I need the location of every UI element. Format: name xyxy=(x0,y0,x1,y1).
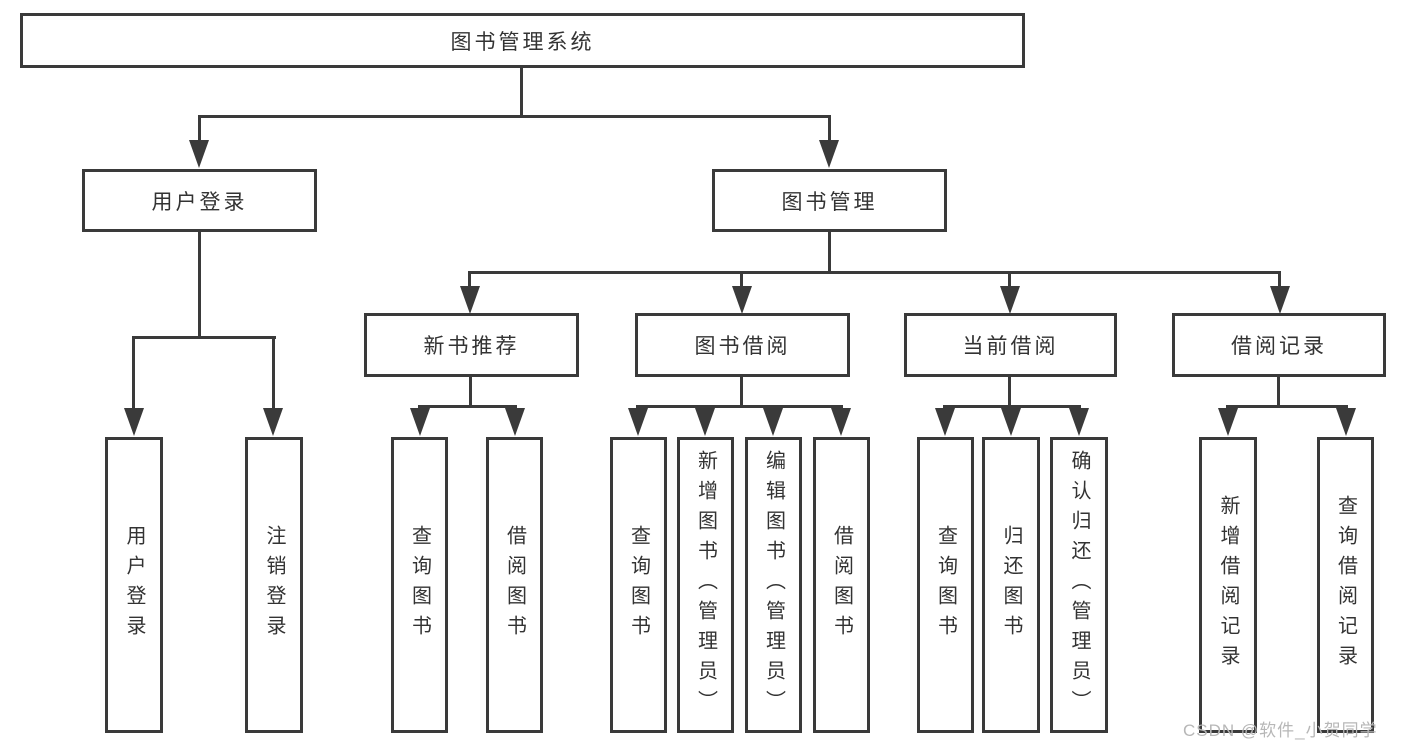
connector-stem xyxy=(1008,377,1011,407)
arrow-down-icon xyxy=(935,408,955,436)
node-book-management: 图书管理 xyxy=(712,169,947,232)
arrow-down-icon xyxy=(1218,408,1238,436)
arrow-down-icon xyxy=(1336,408,1356,436)
connector-user-login-bar xyxy=(132,336,276,339)
arrow-down-icon xyxy=(124,408,144,436)
connector-group-bar xyxy=(1226,405,1348,408)
arrow-down-icon xyxy=(732,286,752,314)
arrow-down-icon xyxy=(460,286,480,314)
connector-user-login-stem xyxy=(198,232,201,339)
leaf-label: 查询图书 xyxy=(408,525,431,645)
leaf-label: 查询图书 xyxy=(934,525,957,645)
arrow-down-icon xyxy=(505,408,525,436)
arrow-down-icon xyxy=(819,140,839,168)
leaf-logout: 注销登录 xyxy=(245,437,303,733)
leaf-query-books-3: 查询图书 xyxy=(917,437,974,733)
leaf-query-books-2: 查询图书 xyxy=(610,437,667,733)
node-user-login: 用户登录 xyxy=(82,169,317,232)
connector-drop xyxy=(468,271,471,288)
leaf-label: 查询图书 xyxy=(627,525,650,645)
connector-drop xyxy=(272,336,275,411)
arrow-down-icon xyxy=(831,408,851,436)
leaf-label: 归还图书 xyxy=(1000,525,1022,645)
node-current-borrowing: 当前借阅 xyxy=(904,313,1117,377)
arrow-down-icon xyxy=(628,408,648,436)
leaf-query-books-1: 查询图书 xyxy=(391,437,448,733)
arrow-down-icon xyxy=(1000,286,1020,314)
node-library-management-system: 图书管理系统 xyxy=(20,13,1025,68)
leaf-confirm-return-admin: 确认归还（管理员） xyxy=(1050,437,1108,733)
leaf-label: 确认归还（管理员） xyxy=(1068,450,1090,720)
arrow-down-icon xyxy=(1069,408,1089,436)
connector-drop xyxy=(740,271,743,288)
arrow-down-icon xyxy=(189,140,209,168)
node-book-borrowing: 图书借阅 xyxy=(635,313,850,377)
leaf-label: 查询借阅记录 xyxy=(1334,495,1357,675)
leaf-user-login: 用户登录 xyxy=(105,437,163,733)
leaf-borrow-books-2: 借阅图书 xyxy=(813,437,870,733)
connector-drop xyxy=(1008,271,1011,288)
leaf-label: 新增图书（管理员） xyxy=(694,450,717,720)
arrow-down-icon xyxy=(410,408,430,436)
leaf-borrow-books-1: 借阅图书 xyxy=(486,437,543,733)
leaf-label: 新增借阅记录 xyxy=(1217,495,1239,675)
connector-stem xyxy=(469,377,472,407)
leaf-return-books: 归还图书 xyxy=(982,437,1040,733)
node-borrowing-records: 借阅记录 xyxy=(1172,313,1386,377)
csdn-watermark: CSDN @软件_小贺同学 xyxy=(1183,721,1378,740)
leaf-label: 编辑图书（管理员） xyxy=(762,450,785,720)
arrow-down-icon xyxy=(1270,286,1290,314)
leaf-query-borrow-record: 查询借阅记录 xyxy=(1317,437,1374,733)
node-new-book-recommend: 新书推荐 xyxy=(364,313,579,377)
connector-level2-bar xyxy=(198,115,831,118)
leaf-label: 借阅图书 xyxy=(503,525,526,645)
connector-drop-user-login xyxy=(198,115,201,143)
arrow-down-icon xyxy=(1001,408,1021,436)
leaf-edit-book-admin: 编辑图书（管理员） xyxy=(745,437,802,733)
connector-drop xyxy=(132,336,135,411)
connector-book-mgmt-stem xyxy=(828,232,831,274)
arrow-down-icon xyxy=(263,408,283,436)
connector-level3-bar xyxy=(468,271,1281,274)
connector-stem xyxy=(740,377,743,407)
leaf-add-book-admin: 新增图书（管理员） xyxy=(677,437,734,733)
connector-group-bar xyxy=(943,405,1081,408)
connector-group-bar xyxy=(418,405,517,408)
leaf-label: 借阅图书 xyxy=(830,525,853,645)
leaf-label: 用户登录 xyxy=(123,525,145,645)
leaf-add-borrow-record: 新增借阅记录 xyxy=(1199,437,1257,733)
connector-stem xyxy=(1277,377,1280,407)
connector-drop xyxy=(1278,271,1281,288)
arrow-down-icon xyxy=(763,408,783,436)
connector-group-bar xyxy=(636,405,843,408)
connector-drop-book-mgmt xyxy=(828,115,831,143)
arrow-down-icon xyxy=(695,408,715,436)
leaf-label: 注销登录 xyxy=(263,525,285,645)
connector-root-stem xyxy=(520,68,523,116)
